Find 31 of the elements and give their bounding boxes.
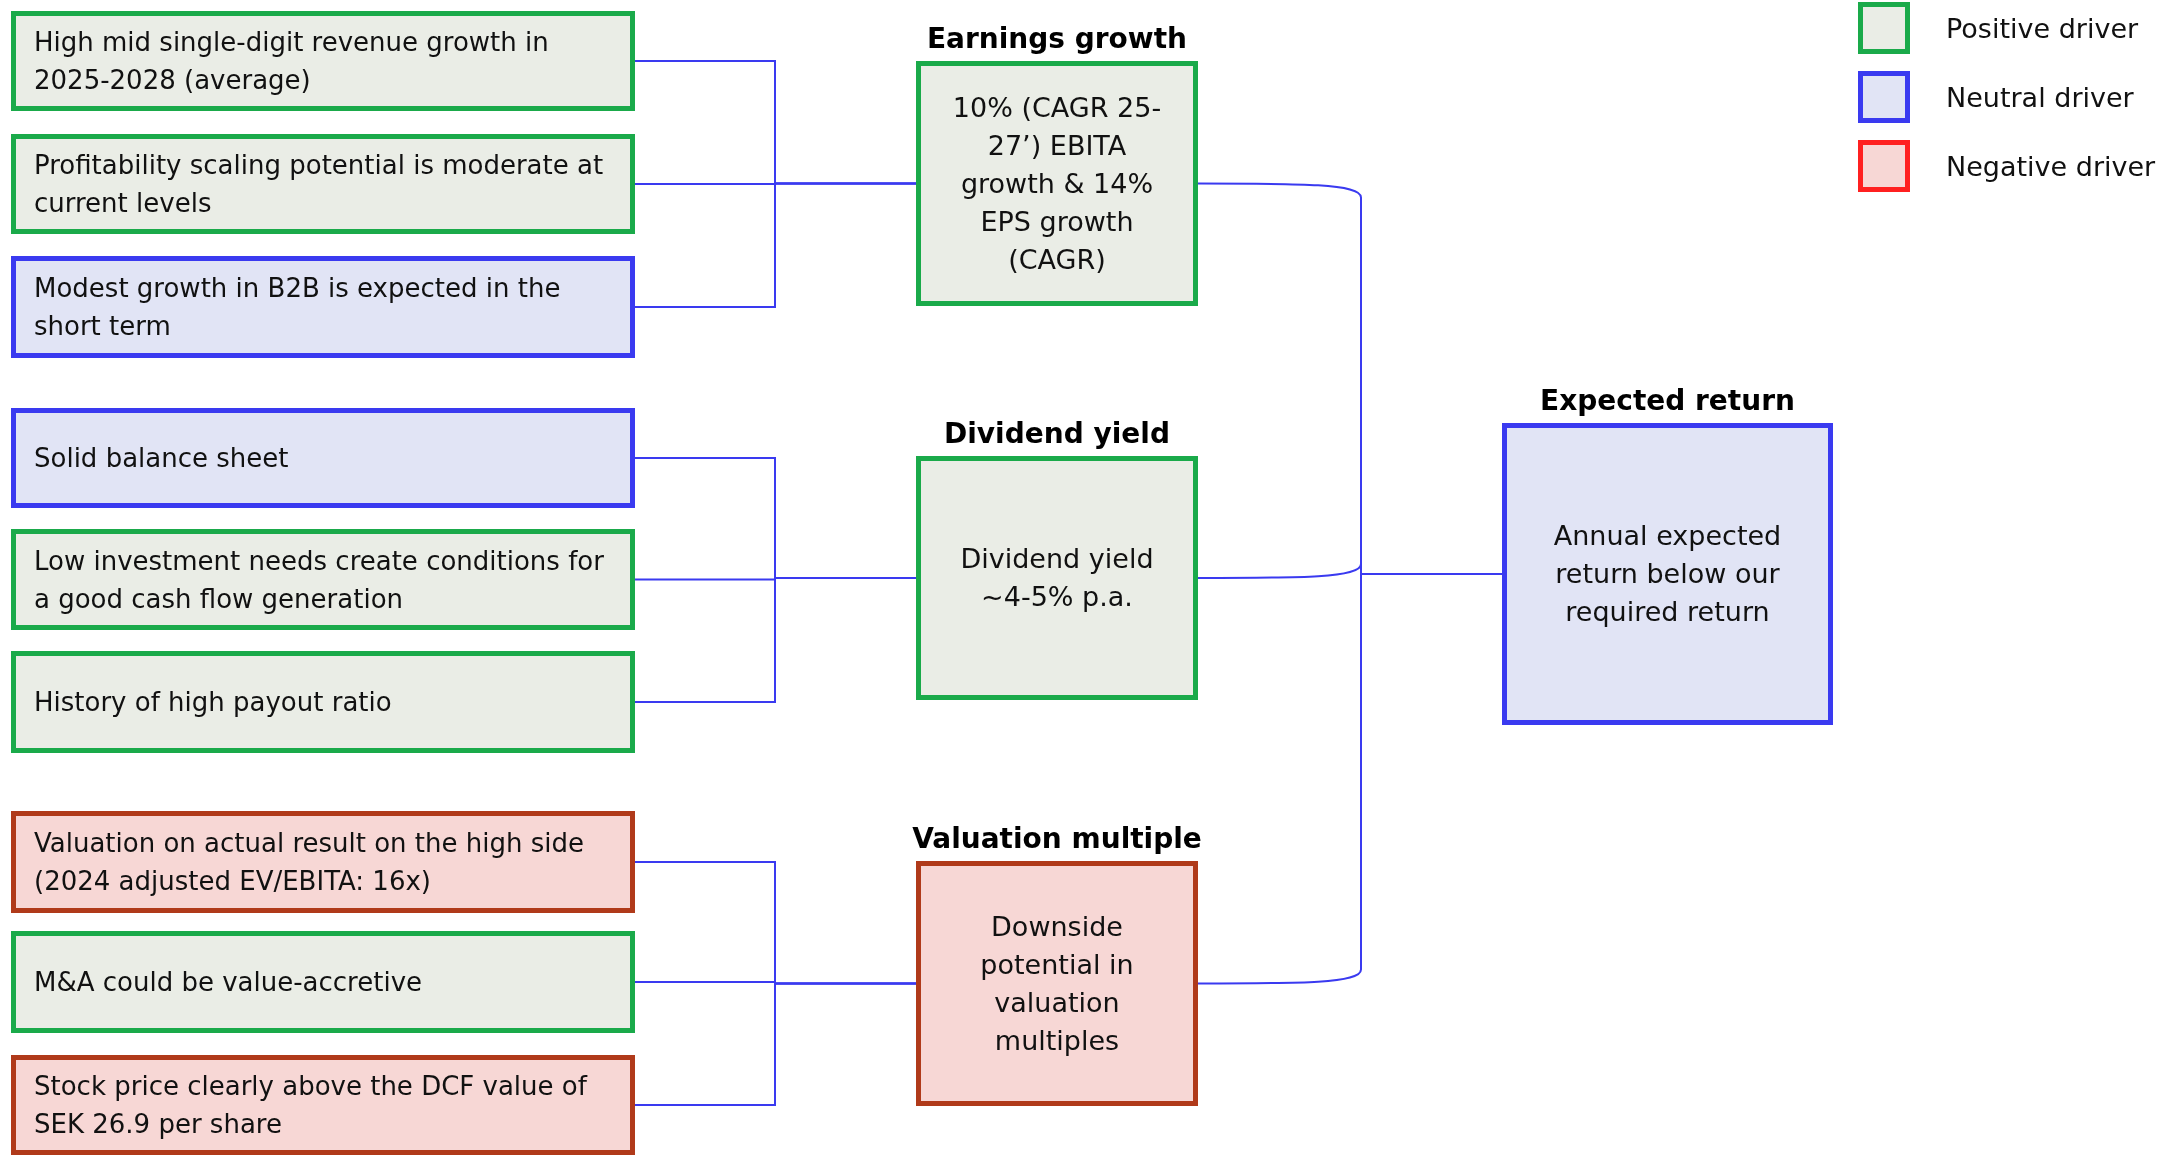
box-text: High mid single-digit revenue growth in 2025-2028 (average) [34,26,550,97]
driver-box [11,931,635,1033]
box-text: Dividend yield ~4-5% p.a. [959,542,1155,614]
box-heading: Earnings growth [926,22,1188,55]
box-text: 10% (CAGR 25-27’) EBITA growth & 14% EPS growth (CAGR) [951,90,1163,277]
box-text: Solid balance sheet [34,442,289,475]
box-text: Stock price clearly above the DCF value of SEK 26.9 per share [34,1070,589,1141]
box-text: Downside potential in valuation multiples [979,909,1135,1058]
driver-box [11,134,635,234]
box-text: Modest growth in B2B is expected in the short term [34,272,562,343]
driver-box [11,11,635,111]
legend-text: Negative driver [1946,150,2156,182]
box-text: Annual expected return below our required return [1552,519,1783,629]
driver-box [11,529,635,630]
box-heading: Valuation multiple [911,822,1203,855]
box-text: M&A could be value-accretive [34,966,423,999]
box-heading: Expected return [1539,384,1796,417]
driver-box [11,408,635,508]
box-text: Low investment needs create conditions for a good cash flow generation [34,544,605,616]
box-text: Valuation on actual result on the high side (2024 adjusted EV/EBITA: 16x) [34,827,585,898]
box-heading: Dividend yield [943,417,1171,450]
legend-text: Neutral driver [1946,81,2134,113]
legend-text: Positive driver [1946,12,2139,44]
driver-box [11,256,635,358]
driver-box [11,811,635,913]
connector-line [634,182,917,308]
connector-line [634,982,917,1106]
driver-box [11,1055,635,1155]
box-text: Profitability scaling potential is moderate at current levels [34,149,605,220]
box-text: History of high payout ratio [34,686,392,719]
driver-box [11,651,635,753]
